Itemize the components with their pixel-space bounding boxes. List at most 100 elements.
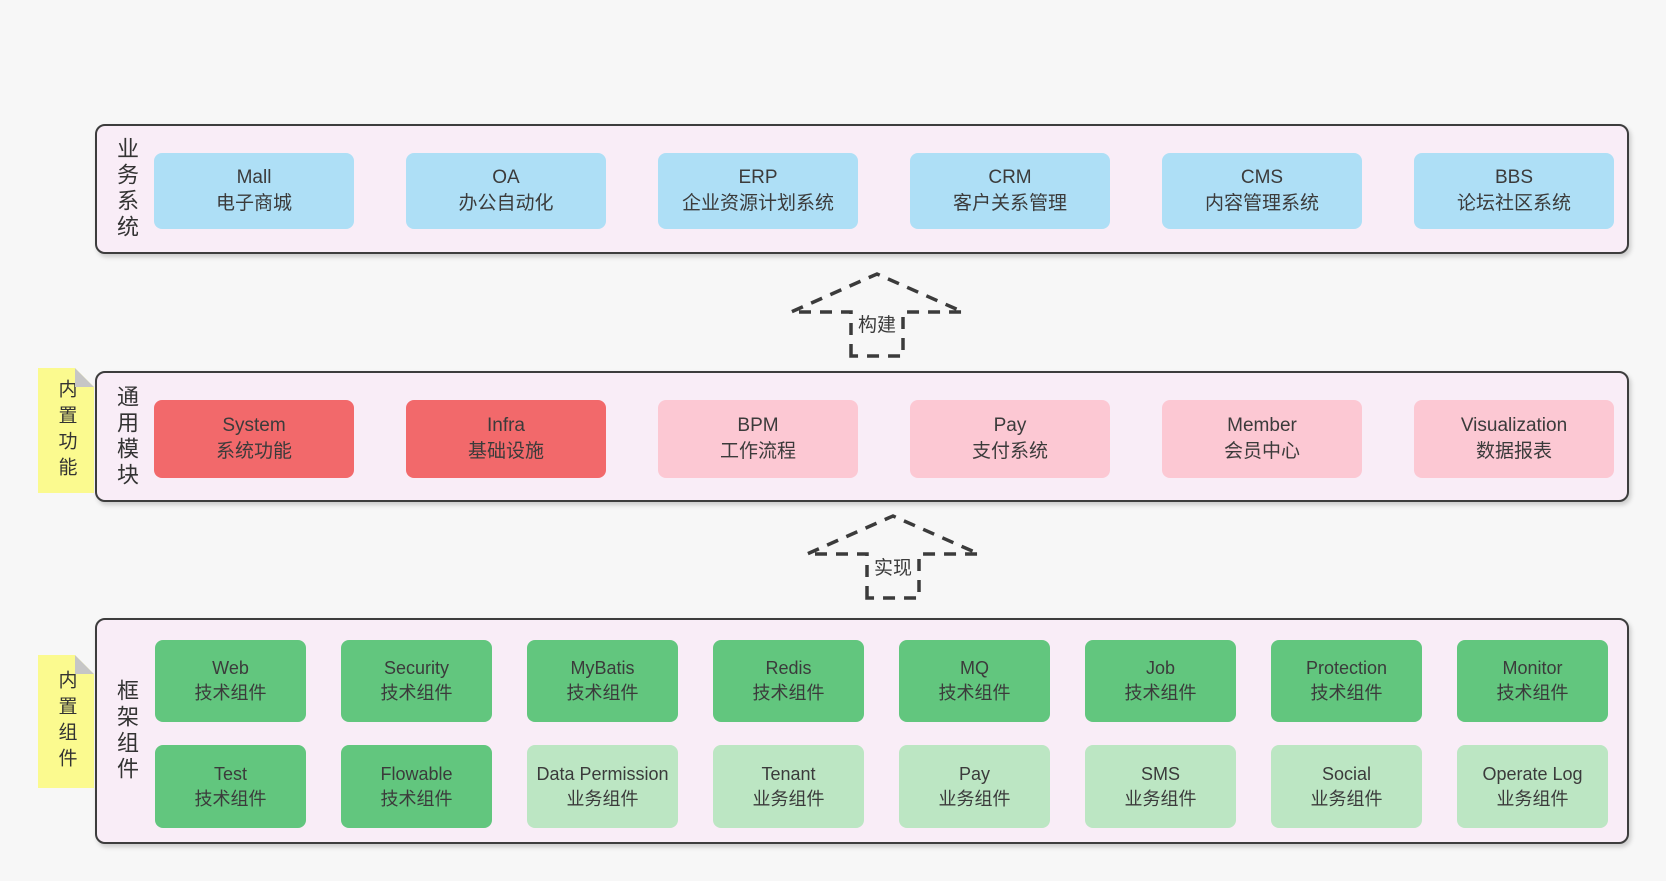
box-monitor-desc: 技术组件 — [1496, 683, 1569, 703]
box-mall: Mall 电子商城 — [154, 153, 354, 229]
box-system-desc: 系统功能 — [215, 441, 292, 462]
sticky-built-in-features: 内置功能 — [38, 368, 94, 493]
arrow-build-label: 构建 — [854, 310, 900, 336]
sticky-fold-corner-icon — [75, 368, 94, 387]
box-job-desc: 技术组件 — [1124, 683, 1197, 703]
box-pay-module: Pay 支付系统 — [910, 400, 1110, 478]
box-flowable-desc: 技术组件 — [380, 788, 453, 809]
panel-modules-label: 通用模块 — [114, 384, 139, 489]
box-member-name: Member — [1227, 415, 1297, 436]
box-redis: Redis 技术组件 — [713, 640, 864, 722]
panel-business-systems: 业务系统 Mall 电子商城 OA 办公自动化 ERP 企业资源计划系统 CRM… — [95, 124, 1629, 254]
box-pay-component: Pay 业务组件 — [899, 745, 1050, 828]
box-pay-module-name: Pay — [993, 415, 1027, 436]
box-tenant-desc: 业务组件 — [752, 788, 825, 809]
box-web: Web 技术组件 — [155, 640, 306, 722]
box-web-name: Web — [212, 658, 249, 678]
box-sms: SMS 业务组件 — [1085, 745, 1236, 828]
box-system: System 系统功能 — [154, 400, 354, 478]
box-tenant-name: Tenant — [761, 763, 816, 784]
box-pay-component-name: Pay — [958, 763, 991, 784]
box-mq: MQ 技术组件 — [899, 640, 1050, 722]
box-security-name: Security — [383, 658, 450, 678]
box-test-name: Test — [213, 763, 247, 784]
box-erp: ERP 企业资源计划系统 — [658, 153, 858, 229]
box-redis-name: Redis — [765, 658, 812, 678]
box-test: Test 技术组件 — [155, 745, 306, 828]
box-social-desc: 业务组件 — [1310, 788, 1383, 809]
sticky-fold-corner-icon — [75, 655, 94, 674]
box-bbs: BBS 论坛社区系统 — [1414, 153, 1614, 229]
box-operate-log-name: Operate Log — [1482, 763, 1583, 784]
box-protection-desc: 技术组件 — [1310, 683, 1383, 703]
box-bbs-name: BBS — [1494, 167, 1534, 188]
box-mybatis: MyBatis 技术组件 — [527, 640, 678, 722]
sticky-built-in-components: 内置组件 — [38, 655, 94, 788]
box-monitor: Monitor 技术组件 — [1457, 640, 1608, 722]
box-mall-name: Mall — [236, 167, 272, 188]
box-security: Security 技术组件 — [341, 640, 492, 722]
box-sms-desc: 业务组件 — [1124, 788, 1197, 809]
box-job: Job 技术组件 — [1085, 640, 1236, 722]
box-oa: OA 办公自动化 — [406, 153, 606, 229]
box-tenant: Tenant 业务组件 — [713, 745, 864, 828]
box-member: Member 会员中心 — [1162, 400, 1362, 478]
box-bbs-desc: 论坛社区系统 — [1456, 193, 1571, 214]
box-data-permission-desc: 业务组件 — [566, 788, 639, 809]
box-monitor-name: Monitor — [1502, 658, 1563, 678]
box-erp-desc: 企业资源计划系统 — [681, 193, 834, 214]
box-job-name: Job — [1145, 658, 1176, 678]
box-social-name: Social — [1321, 763, 1372, 784]
sticky-built-in-components-label: 内置组件 — [55, 669, 77, 774]
box-mybatis-desc: 技术组件 — [566, 683, 639, 703]
box-infra-desc: 基础设施 — [467, 441, 544, 462]
sticky-built-in-features-label: 内置功能 — [55, 378, 77, 483]
box-bpm: BPM 工作流程 — [658, 400, 858, 478]
box-cms-desc: 内容管理系统 — [1204, 193, 1319, 214]
box-protection-name: Protection — [1305, 658, 1388, 678]
box-infra-name: Infra — [486, 415, 526, 436]
box-crm-name: CRM — [988, 167, 1032, 188]
box-mall-desc: 电子商城 — [215, 193, 292, 214]
box-crm: CRM 客户关系管理 — [910, 153, 1110, 229]
box-mq-name: MQ — [960, 658, 989, 678]
box-redis-desc: 技术组件 — [752, 683, 825, 703]
box-erp-name: ERP — [738, 167, 778, 188]
box-visualization: Visualization 数据报表 — [1414, 400, 1614, 478]
box-oa-desc: 办公自动化 — [458, 193, 554, 214]
box-test-desc: 技术组件 — [194, 788, 267, 809]
arrow-implement-icon — [806, 514, 980, 600]
box-system-name: System — [222, 415, 286, 436]
box-data-permission-name: Data Permission — [536, 763, 669, 784]
box-security-desc: 技术组件 — [380, 683, 453, 703]
box-cms-name: CMS — [1240, 167, 1284, 188]
box-flowable-name: Flowable — [380, 763, 453, 784]
arrow-implement-label: 实现 — [870, 553, 916, 579]
box-mq-desc: 技术组件 — [938, 683, 1011, 703]
box-mybatis-name: MyBatis — [570, 658, 635, 678]
box-web-desc: 技术组件 — [194, 683, 267, 703]
box-cms: CMS 内容管理系统 — [1162, 153, 1362, 229]
box-social: Social 业务组件 — [1271, 745, 1422, 828]
box-flowable: Flowable 技术组件 — [341, 745, 492, 828]
box-protection: Protection 技术组件 — [1271, 640, 1422, 722]
panel-framework-components: 框架组件 Web 技术组件 Security 技术组件 MyBatis 技术组件… — [95, 618, 1629, 844]
box-oa-name: OA — [492, 167, 520, 188]
box-bpm-desc: 工作流程 — [719, 441, 796, 462]
arrow-build-icon — [790, 272, 964, 358]
panel-business-label: 业务系统 — [114, 137, 139, 241]
panel-common-modules: 通用模块 System 系统功能 Infra 基础设施 BPM 工作流程 Pay… — [95, 371, 1629, 502]
box-visualization-name: Visualization — [1460, 415, 1568, 436]
box-pay-component-desc: 业务组件 — [938, 788, 1011, 809]
box-sms-name: SMS — [1140, 763, 1180, 784]
panel-components-label: 框架组件 — [114, 679, 139, 783]
box-visualization-desc: 数据报表 — [1475, 441, 1552, 462]
box-pay-module-desc: 支付系统 — [971, 441, 1048, 462]
box-operate-log-desc: 业务组件 — [1496, 788, 1569, 809]
box-operate-log: Operate Log 业务组件 — [1457, 745, 1608, 828]
box-data-permission: Data Permission 业务组件 — [527, 745, 678, 828]
box-infra: Infra 基础设施 — [406, 400, 606, 478]
box-bpm-name: BPM — [737, 415, 779, 436]
box-member-desc: 会员中心 — [1223, 441, 1300, 462]
